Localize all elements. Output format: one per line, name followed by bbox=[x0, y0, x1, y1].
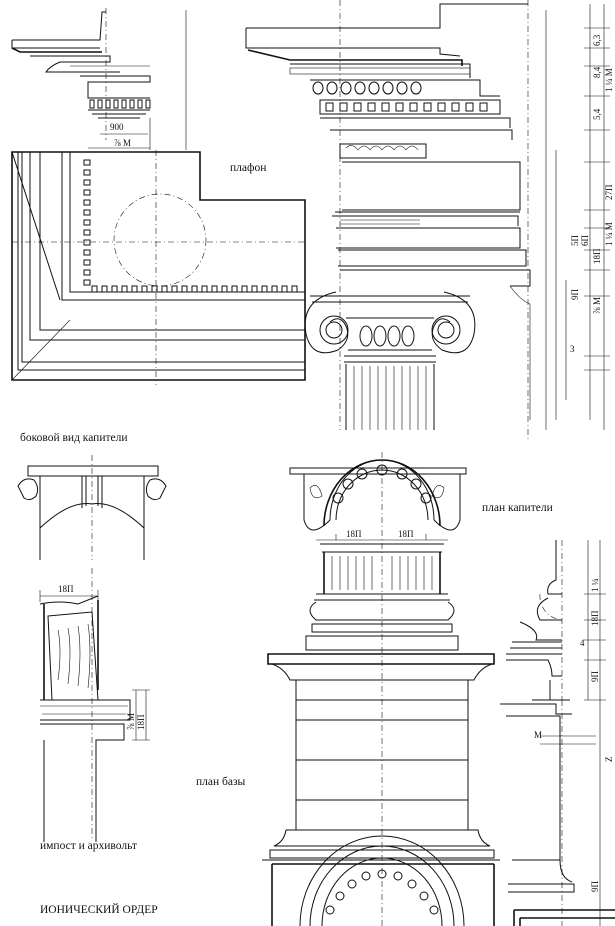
label-impost: импост и архивольт bbox=[40, 840, 137, 852]
pedestal-elevation bbox=[262, 653, 500, 861]
dim-r1: 8,4 bbox=[592, 66, 602, 78]
column-shaft-plan bbox=[305, 543, 459, 651]
label-capital-side: боковой вид капители bbox=[20, 432, 128, 444]
dim-bp5: 9П bbox=[590, 881, 600, 893]
dim-r7: 6П bbox=[580, 235, 590, 247]
archivolt-detail bbox=[271, 835, 495, 926]
cornice-dentils bbox=[89, 99, 151, 109]
dim-bp0: 1 ¼ bbox=[590, 578, 600, 592]
dim-r5: 1 ¼ М bbox=[604, 222, 614, 246]
dim-r0: 6,3 bbox=[592, 34, 602, 46]
label-base-plan: план базы bbox=[196, 776, 246, 788]
dim-dentil-row: 900 bbox=[110, 122, 124, 132]
capital-plan: 18П 18П bbox=[289, 452, 467, 926]
right-dimension-chain: 6,3 8,4 1 ¼ М 5,4 27П 1 ¼ М 18П 6П 5П 9П… bbox=[545, 4, 614, 430]
dim-r2: 1 ¼ М bbox=[604, 68, 614, 92]
column-shaft-flutes bbox=[345, 364, 435, 430]
dim-r3: 5,4 bbox=[592, 108, 602, 120]
dim-corona-width: ⅞ М bbox=[114, 138, 131, 148]
dim-pedestal-z: Z bbox=[604, 757, 614, 763]
dim-r4: 27П bbox=[604, 184, 614, 200]
cornice-section-left: 900 ⅞ М bbox=[11, 8, 187, 150]
capital-side-view bbox=[17, 455, 167, 560]
dim-bp2: 4 bbox=[580, 638, 585, 648]
dim-impost-height: 18П bbox=[136, 714, 146, 730]
capital-elevation bbox=[304, 291, 476, 430]
dim-cap-plan-left: 18П bbox=[346, 529, 362, 539]
drawing-title: ИОНИЧЕСКИЙ ОРДЕР bbox=[40, 904, 158, 916]
entablature-dentils bbox=[325, 102, 488, 112]
dim-r10: ⅞ М bbox=[592, 297, 602, 314]
soffit-dentils-vertical bbox=[83, 159, 91, 286]
dim-cap-plan-right: 18П bbox=[398, 529, 414, 539]
dim-r9: 9П bbox=[570, 289, 580, 301]
label-plafon: плафон bbox=[230, 162, 267, 174]
label-capital-plan: план капители bbox=[482, 502, 553, 514]
entablature-elevation bbox=[245, 0, 531, 440]
impost-archivolt: 18П 18П ⅞ М bbox=[39, 568, 150, 842]
dim-impost-width: 18П bbox=[58, 584, 74, 594]
dim-bp1: 18П bbox=[590, 610, 600, 626]
dim-r11: 3 bbox=[570, 344, 575, 354]
dim-r6: 18П bbox=[592, 248, 602, 264]
dim-impost-module: ⅞ М bbox=[126, 713, 136, 730]
dim-pedestal-m: М bbox=[534, 730, 542, 740]
egg-and-dart-band bbox=[312, 81, 422, 95]
soffit-dentils-horizontal bbox=[91, 285, 298, 293]
dim-bp3: 9П bbox=[590, 671, 600, 683]
soffit-plan bbox=[11, 150, 306, 385]
pedestal-profile: М Z 9П bbox=[500, 700, 615, 926]
base-profile: 1 ¼ 18П 4 9П bbox=[506, 540, 606, 701]
dim-r8: 5П bbox=[570, 235, 580, 247]
